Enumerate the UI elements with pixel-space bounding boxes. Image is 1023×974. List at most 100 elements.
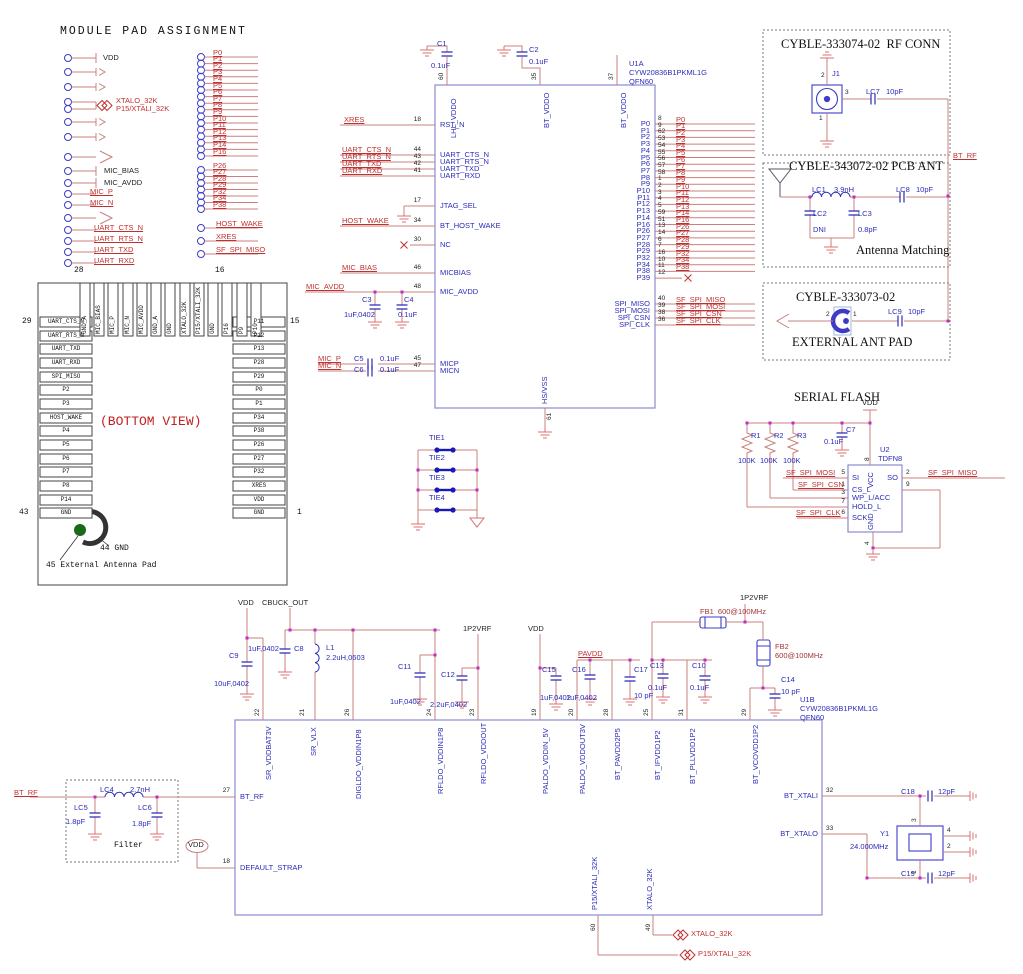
b-c13-ref: C13 xyxy=(650,661,664,670)
b-btrf-net: BT_RF xyxy=(14,788,38,797)
fb1-body xyxy=(699,616,727,629)
pad-circle xyxy=(197,79,205,88)
b-c13-val: 0.1uF xyxy=(648,683,668,692)
bv-left-GND: GND xyxy=(60,508,72,516)
b-pin27-name: BT_RF xyxy=(240,792,264,801)
extant-p2: 2 xyxy=(826,311,830,318)
pad-circle xyxy=(64,237,72,245)
junction-dot xyxy=(808,195,812,199)
bv-top-10: P16 xyxy=(223,323,230,334)
u1a-net-P11: P11 xyxy=(676,188,689,198)
b-c8-ref: C8 xyxy=(294,644,304,653)
pa-net-P4: P4 xyxy=(213,73,223,83)
u1a-pin-P12-name: P12 xyxy=(636,199,650,209)
junction-dot xyxy=(288,628,292,632)
pa-uartrtsn: UART_RTS_N xyxy=(94,234,143,243)
bv-right-P38: P38 xyxy=(253,426,265,434)
u1b-pin-PALDO_VDDIN_5V-name: PALDO_VDDIN_5V xyxy=(541,728,550,794)
u1a-pin-SPI_CSN-name: SPI_CSN xyxy=(617,313,650,322)
pad-circle xyxy=(64,54,72,62)
bv-43: 43 xyxy=(19,508,29,517)
pa-net-P0: P0 xyxy=(213,47,223,57)
pa-net-P8: P8 xyxy=(213,100,223,110)
bv-15: 15 xyxy=(290,317,300,326)
j1-pin-dot xyxy=(823,95,831,103)
b-c17-ref: C17 xyxy=(634,665,648,674)
pad-circle xyxy=(197,166,205,174)
ext-ant-box xyxy=(762,282,951,361)
u1a-net-P0: P0 xyxy=(676,114,686,124)
u1a-pin61-num: 61 xyxy=(546,412,553,420)
sf-r1-val: 100K xyxy=(738,456,756,465)
u1b-pin-RFLDO_VDDOUT-num: 23 xyxy=(469,708,476,716)
bv-left-P4: P4 xyxy=(62,426,70,434)
u1b-pin-BT_PAVDD2P5-name: BT_PAVDD2P5 xyxy=(613,727,622,780)
u1a-net-left-MIC_P: MIC_P xyxy=(318,354,341,363)
u1a-pin-P16-name: P16 xyxy=(636,219,650,229)
u1a-pin-MICP-name: MICP xyxy=(440,359,459,368)
u1a-pin-P26-name: P26 xyxy=(636,226,650,236)
u1a-pin-JTAG_SEL-num: 17 xyxy=(413,197,421,204)
bv-pad-left xyxy=(39,507,93,519)
sf-clk: SF_SPI_CLK xyxy=(796,508,841,517)
u1a-net-P3: P3 xyxy=(676,134,686,144)
sf-wpl: WP_L/ACC xyxy=(852,493,891,502)
u1a-pin-P16-num: 51 xyxy=(658,215,666,223)
u1a-pin-P1-num: 9 xyxy=(658,121,662,129)
bv-left-P5: P5 xyxy=(62,440,70,448)
u1a-pin-P39-name: P39 xyxy=(636,273,650,283)
u1a-pin-P8-name: P8 xyxy=(640,172,650,182)
pa-title: MODULE PAD ASSIGNMENT xyxy=(60,25,247,38)
u1b-pin-BT_PAVDD2P5-num: 28 xyxy=(603,708,610,716)
b-c18-val: 12pF xyxy=(938,787,956,796)
u1b-pin-BT_PLLVDD1P2-num: 31 xyxy=(678,708,685,716)
bv-pad-top xyxy=(193,282,205,337)
pad-circle xyxy=(64,83,72,91)
sf-mosi: SF_SPI_MOSI xyxy=(786,468,836,477)
b-lc6-ref: LC6 xyxy=(138,803,152,812)
bv-right-P11: P11 xyxy=(253,317,265,325)
u1a-net-left-UART_RXD: UART_RXD xyxy=(342,166,383,175)
u1a-net-left-MIC_AVDD: MIC_AVDD xyxy=(306,282,345,291)
junction-dot xyxy=(868,421,872,425)
pa-net-P32: P32 xyxy=(213,186,227,196)
pa-uartctsn: UART_CTS_N xyxy=(94,223,144,232)
u1b-pin-BT_IFVDD1P2-name: BT_IFVDD1P2 xyxy=(653,730,662,780)
sf-p8: 8 xyxy=(864,457,871,461)
u1a-pin-P4-name: P4 xyxy=(640,145,650,155)
u1a-pin-MICN-name: MICN xyxy=(440,366,460,375)
bv-pad-left xyxy=(39,343,93,355)
u1a-pin-UART_RXD-name: UART_RXD xyxy=(440,171,481,180)
tie4: TIE4 xyxy=(429,493,445,502)
pa-net-P29: P29 xyxy=(213,180,227,189)
sf-vdd: VDD xyxy=(862,398,878,407)
pa-net-P13: P13 xyxy=(213,133,227,143)
pad-circle xyxy=(197,185,205,194)
b-pin18-num: 18 xyxy=(222,858,230,865)
bv-1: 1 xyxy=(297,508,302,517)
b-c12-ref: C12 xyxy=(441,670,455,679)
bv-top-6: GND xyxy=(166,323,173,334)
vdd-power-oval xyxy=(185,839,209,853)
b-cbuckout: CBUCK_OUT xyxy=(262,598,309,607)
u1a-pin-BT_HOST_WAKE-name: BT_HOST_WAKE xyxy=(440,221,501,230)
bv-top-1: MIC_BIAS xyxy=(95,305,102,334)
bv-right-P26: P26 xyxy=(253,440,265,448)
u1a-net-P2: P2 xyxy=(676,127,686,137)
u1b-pin-RFLDO_VDDOUT-name: RFLDO_VDDOUT xyxy=(479,723,488,785)
y1-inner xyxy=(908,833,932,852)
u1a-net-P14: P14 xyxy=(676,208,690,218)
pcbant-lc2-ref: LC2 xyxy=(813,209,827,218)
pad-circle xyxy=(197,59,205,68)
b-c11-val: 1uF,0402 xyxy=(390,697,421,706)
u1a-net-P27: P27 xyxy=(676,228,690,238)
u1a-net-P32: P32 xyxy=(676,248,690,258)
junction-dot xyxy=(245,636,249,640)
bv-pad-top xyxy=(207,282,219,337)
pad-circle xyxy=(197,72,205,81)
extant-lc9-val: 10pF xyxy=(908,307,926,316)
b-c19-val: 12pF xyxy=(938,869,956,878)
pa-vdd: VDD xyxy=(103,53,119,62)
bv-left-UART_RXD: UART_RXD xyxy=(51,358,81,366)
u1a-net-P13: P13 xyxy=(676,201,690,211)
